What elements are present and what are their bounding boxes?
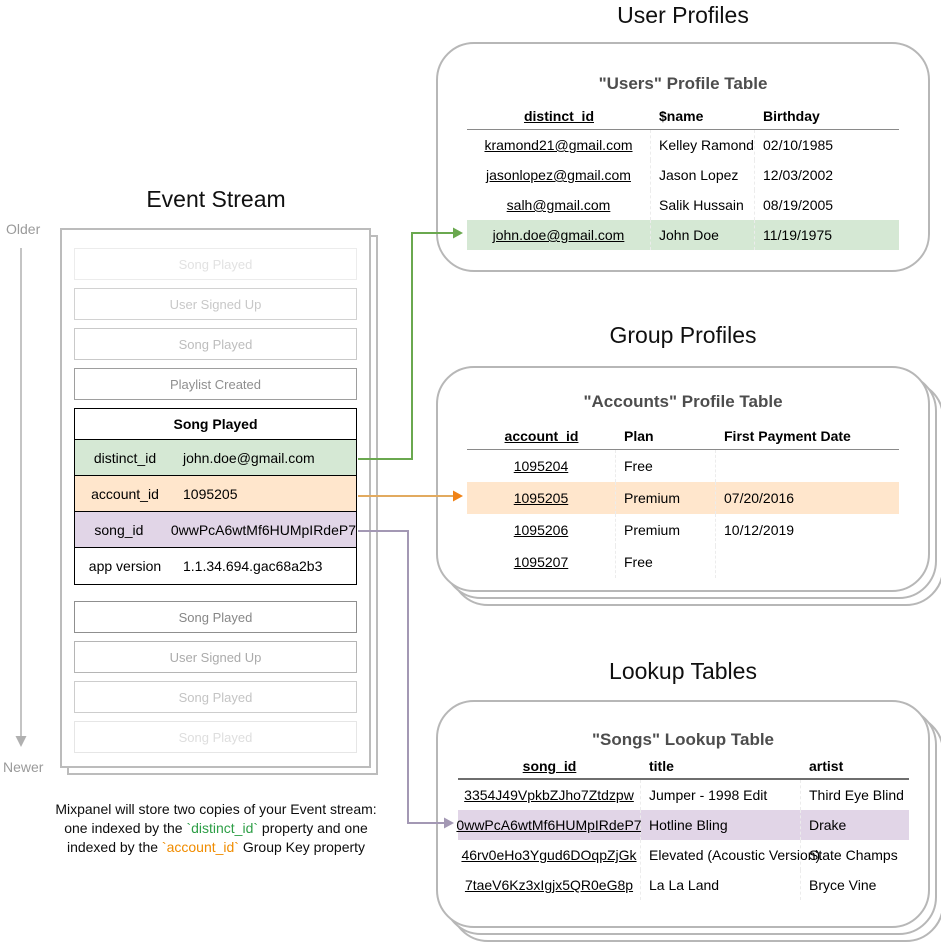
table-cell: Third Eye Blind — [809, 787, 904, 803]
table-cell: 02/10/1985 — [763, 137, 834, 153]
event-stream-panel: Song Played User Signed Up Song Played P… — [60, 228, 371, 768]
table-cell: Elevated (Acoustic Version) — [641, 840, 820, 870]
faded-event: Song Played — [74, 601, 357, 633]
property-key: app version — [88, 558, 162, 574]
table-cell: 1095207 — [467, 546, 616, 578]
table-cell: 12/03/2002 — [763, 167, 834, 183]
highlighted-row-cell: Hotline Bling — [641, 810, 801, 840]
focused-event-name: Song Played — [75, 409, 356, 440]
caption-line-3: indexed by the `account_id` Group Key pr… — [66, 839, 366, 855]
distinct-id-code: `distinct_id` — [186, 820, 259, 836]
table-cell: 10/12/2019 — [724, 522, 795, 538]
timeline-axis-arrowhead — [15, 736, 27, 747]
property-value: john.doe@gmail.com — [183, 449, 315, 466]
faded-event: User Signed Up — [74, 288, 357, 320]
column-header: title — [641, 754, 801, 780]
faded-event: Playlist Created — [74, 368, 357, 400]
highlighted-row-cell: 0wwPcA6wtMf6HUMpIRdeP7 — [456, 810, 642, 840]
table-cell: Free — [616, 546, 716, 578]
highlighted-row-cell: 11/19/1975 — [755, 220, 899, 250]
property-key: account_id — [91, 485, 159, 502]
stream-caption: Mixpanel will store two copies of your E… — [16, 800, 416, 857]
faded-event: Song Played — [74, 328, 357, 360]
event-property-row-app-version: app version 1.1.34.694.gac68a2b3 — [75, 548, 356, 584]
faded-event: Song Played — [74, 248, 357, 280]
column-header: $name — [651, 102, 755, 130]
users-profile-card: "Users" Profile Table distinct_id $name … — [436, 42, 930, 272]
songs-table-title: "Songs" Lookup Table — [591, 730, 775, 749]
event-property-row-distinct-id: distinct_id john.doe@gmail.com — [75, 440, 356, 476]
table-cell: Bryce Vine — [809, 877, 877, 893]
column-header: Birthday — [755, 102, 899, 130]
property-value: 1095205 — [183, 485, 238, 502]
column-header: distinct_id — [467, 102, 651, 130]
event-property-row-song-id: song_id 0wwPcA6wtMf6HUMpIRdeP7 — [75, 512, 356, 548]
highlighted-row-cell: Premium — [616, 482, 716, 514]
property-value: 1.1.34.694.gac68a2b3 — [183, 558, 323, 574]
table-cell: Free — [616, 450, 716, 482]
table-cell: 7taeV6Kz3xIgjx5QR0eG8p — [458, 870, 641, 900]
table-cell: Jumper - 1998 Edit — [641, 780, 801, 810]
column-header: Plan — [616, 422, 716, 450]
accounts-table: account_id Plan First Payment Date 10952… — [467, 422, 899, 578]
table-cell — [716, 546, 899, 578]
group-profiles-title: Group Profiles — [609, 322, 757, 348]
faded-event: User Signed Up — [74, 641, 357, 673]
table-cell: 1095206 — [467, 514, 616, 546]
highlighted-row-cell: John Doe — [651, 220, 755, 250]
table-cell: kramond21@gmail.com — [467, 130, 651, 160]
table-cell: La La Land — [641, 870, 801, 900]
column-header: First Payment Date — [716, 422, 899, 450]
highlighted-row-cell: Drake — [801, 810, 909, 840]
lookup-tables-title: Lookup Tables — [609, 658, 757, 684]
table-cell: Salik Hussain — [651, 190, 755, 220]
highlighted-row-cell: 07/20/2016 — [716, 482, 899, 514]
users-table: distinct_id $name Birthday kramond21@gma… — [467, 102, 899, 250]
column-header: account_id — [467, 422, 616, 450]
songs-lookup-card: "Songs" Lookup Table song_id title artis… — [436, 700, 930, 928]
highlighted-row-cell: john.doe@gmail.com — [467, 220, 651, 250]
caption-line-1: Mixpanel will store two copies of your E… — [55, 801, 377, 817]
older-label: Older — [6, 221, 41, 237]
caption-line-2: one indexed by the `distinct_id` propert… — [64, 820, 368, 836]
table-cell: salh@gmail.com — [467, 190, 651, 220]
property-key: song_id — [94, 521, 144, 538]
table-cell: 08/19/2005 — [763, 197, 834, 213]
table-cell: Kelley Ramond — [651, 130, 755, 160]
property-key: distinct_id — [93, 449, 157, 466]
event-stream-title: Event Stream — [146, 186, 286, 212]
newer-label: Newer — [3, 759, 44, 775]
table-cell: State Champs — [809, 847, 898, 863]
accounts-profile-card: "Accounts" Profile Table account_id Plan… — [436, 366, 930, 592]
user-profiles-title: User Profiles — [617, 2, 749, 28]
account-id-code: `account_id` — [161, 839, 239, 855]
table-cell: jasonlopez@gmail.com — [467, 160, 651, 190]
table-cell: 46rv0eHo3Ygud6DOqpZjGk — [458, 840, 641, 870]
songs-table: song_id title artist 3354J49VpkbZJho7Ztd… — [456, 754, 909, 900]
highlighted-row-cell: 1095205 — [467, 482, 616, 514]
table-cell — [716, 450, 899, 482]
table-cell: 1095204 — [467, 450, 616, 482]
event-property-row-account-id: account_id 1095205 — [75, 476, 356, 512]
accounts-table-title: "Accounts" Profile Table — [583, 392, 783, 411]
table-cell: Jason Lopez — [651, 160, 755, 190]
users-table-title: "Users" Profile Table — [598, 74, 768, 93]
faded-event: Song Played — [74, 721, 357, 753]
table-cell: Premium — [616, 514, 716, 546]
table-cell: 3354J49VpkbZJho7Ztdzpw — [458, 780, 641, 810]
faded-event: Song Played — [74, 681, 357, 713]
focused-event-table: Song Played distinct_id john.doe@gmail.c… — [74, 408, 357, 585]
column-header: artist — [801, 754, 909, 780]
property-value: 0wwPcA6wtMf6HUMpIRdeP7 — [170, 521, 356, 538]
column-header: song_id — [458, 754, 641, 780]
